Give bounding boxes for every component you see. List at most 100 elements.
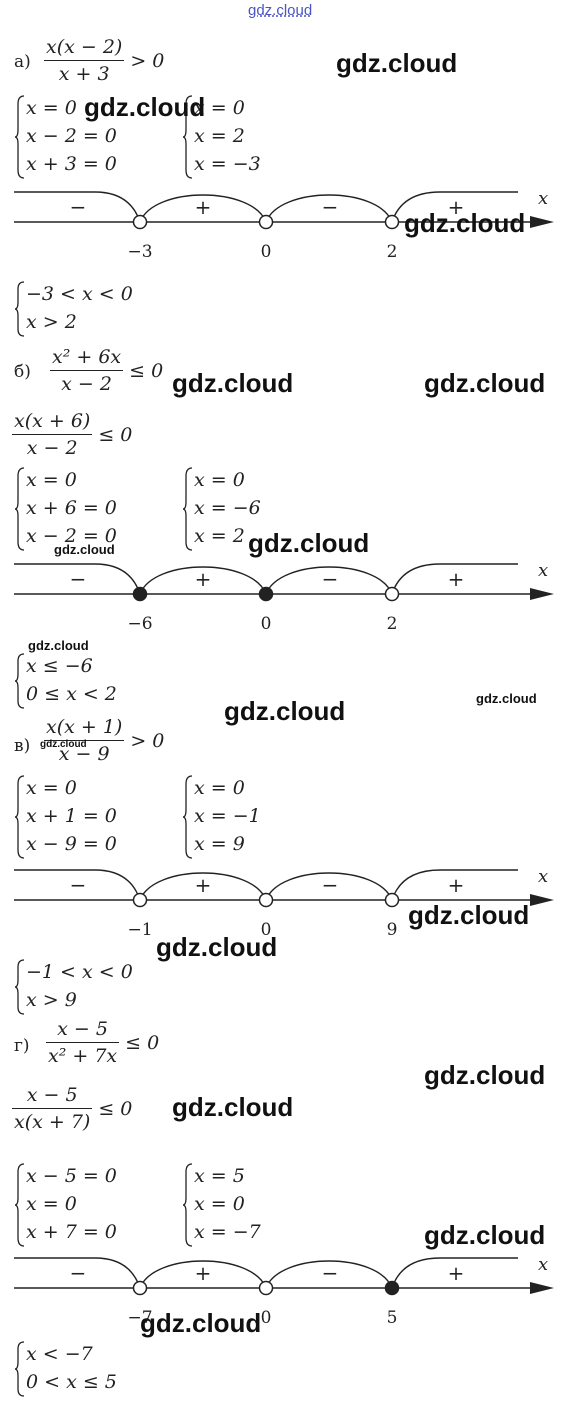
point-label: 0 [261,614,272,634]
open-point [258,214,274,230]
answer-line: x > 9 [26,989,77,1011]
axis-variable-label: x [538,188,548,209]
part-b-label: б) [14,362,31,382]
interval-sign: + [448,1261,465,1285]
part-b-answer: x ≤ −6 0 ≤ x < 2 [14,652,184,710]
interval-sign: − [322,567,339,591]
interval-sign: − [322,1261,339,1285]
part-a-inequality: x(x − 2) x + 3 > 0 [44,34,164,87]
point-label: 0 [261,1308,272,1328]
interval-sign: − [70,1261,87,1285]
brace-icon [182,775,193,859]
watermark: gdz.cloud [424,368,546,398]
sign-arc [265,566,393,595]
part-d-system-left: x − 5 = 0 x = 0 x + 7 = 0 [14,1162,184,1248]
open-point [384,892,400,908]
point-label: −6 [127,614,152,634]
brace-icon [14,959,25,1015]
part-a-denominator: x + 3 [58,63,110,85]
answer-line: x > 2 [26,311,77,333]
brace-icon [182,467,193,551]
arrow-right-icon [530,1282,554,1294]
part-b-numerator-factored: x(x + 6) [14,410,91,432]
watermark: gdz.cloud [84,92,206,122]
point-label: 9 [387,920,398,940]
system-line: x − 2 = 0 [26,125,117,147]
brace-icon [14,653,25,709]
sign-arc [139,872,267,901]
sign-arc [265,194,393,223]
part-a-numerator: x(x − 2) [46,36,123,58]
part-c-denominator: x − 9 [58,743,110,765]
interval-sign: + [195,873,212,897]
part-c-system-left: x = 0 x + 1 = 0 x − 9 = 0 [14,774,184,860]
brace-icon [14,1163,25,1247]
axis-variable-label: x [538,560,548,581]
part-a-system-right: x = 0 x = 2 x = −3 [182,94,302,180]
watermark: gdz.cloud [404,208,526,238]
part-d-denominator: x² + 7x [48,1045,118,1067]
system-line: x + 1 = 0 [26,805,117,827]
watermark: gdz.cloud [54,542,115,557]
open-point [258,1280,274,1296]
point-label: 2 [387,614,398,634]
watermark: gdz.cloud [408,900,530,930]
watermark: gdz.cloud [424,1220,546,1250]
system-line: x = −1 [194,805,261,827]
answer-line: x < −7 [26,1343,93,1365]
point-label: −3 [127,242,152,262]
part-d-denominator-factored: x(x + 7) [14,1111,91,1133]
system-line: x = 5 [194,1165,245,1187]
part-b-system-left: x = 0 x + 6 = 0 x − 2 = 0 [14,466,184,552]
point-label: −7 [127,1308,152,1328]
answer-line: 0 ≤ x < 2 [26,683,117,705]
interval-sign: − [70,873,87,897]
system-line: x = −7 [194,1221,261,1243]
system-line: x = 0 [194,777,245,799]
part-c-system-right: x = 0 x = −1 x = 9 [182,774,302,860]
point-label: 0 [261,920,272,940]
sign-arc [265,1260,393,1289]
point-label: 5 [387,1308,398,1328]
system-line: x − 5 = 0 [26,1165,117,1187]
watermark: gdz.cloud [248,2,313,19]
part-b-denominator-factored: x − 2 [26,437,78,459]
part-c-relation: > 0 [130,729,165,752]
part-d-numerator: x − 5 [57,1018,108,1040]
system-line: x = 0 [194,469,245,491]
brace-icon [182,95,193,179]
open-point [132,892,148,908]
watermark: gdz.cloud [336,48,458,78]
sign-arc [139,194,267,223]
interval-sign: − [70,195,87,219]
point-label: 2 [387,242,398,262]
interval-sign: + [448,873,465,897]
system-line: x = −3 [194,153,261,175]
part-c-inequality: x(x + 1)x − 9> 0 [44,714,164,767]
interval-sign: + [195,195,212,219]
system-line: x + 7 = 0 [26,1221,117,1243]
point-label: 0 [261,242,272,262]
part-b-relation: ≤ 0 [129,359,164,382]
watermark: gdz.cloud [156,932,278,962]
part-a-relation: > 0 [130,49,165,72]
sign-arc [265,872,393,901]
interval-sign: − [322,195,339,219]
watermark: gdz.cloud [476,691,537,706]
part-d-label: г) [14,1036,30,1056]
watermark: gdz.cloud [140,1308,262,1338]
watermark: gdz.cloud [40,739,87,750]
interval-sign: + [195,1261,212,1285]
part-d-numerator-factored: x − 5 [26,1084,78,1106]
point-label: −1 [127,920,152,940]
part-b-system-right: x = 0 x = −6 x = 2 [182,466,302,552]
interval-sign: − [322,873,339,897]
arrow-right-icon [530,588,554,600]
brace-icon [14,467,25,551]
part-c-label: в) [14,736,31,756]
brace-icon [14,1341,25,1397]
